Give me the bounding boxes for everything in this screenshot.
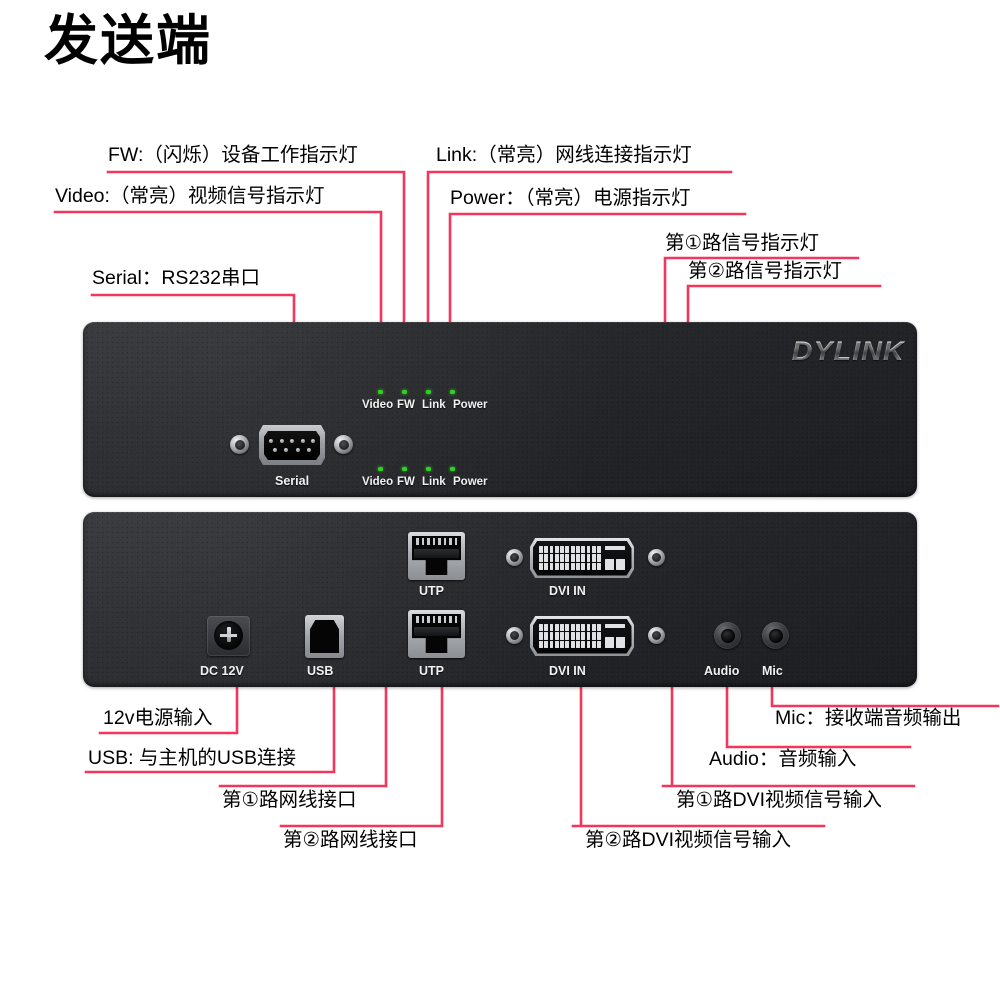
led-label-power-1: Power bbox=[453, 399, 488, 411]
mic-silk-label: Mic bbox=[762, 664, 783, 678]
led-fw-1 bbox=[402, 390, 407, 394]
callout-serial: Serial：RS232串口 bbox=[92, 267, 260, 289]
device-rear-panel: DC 12V USB UTP UTP bbox=[83, 512, 917, 687]
callout-power: Power：（常亮）电源指示灯 bbox=[450, 187, 691, 209]
serial-db9-port[interactable] bbox=[259, 425, 325, 465]
callout-usb: USB: 与主机的USB连接 bbox=[88, 747, 297, 769]
dvi2-silk-label: DVI IN bbox=[549, 664, 586, 678]
led-label-link-1: Link bbox=[422, 399, 446, 411]
dvi1-screw-right bbox=[648, 549, 665, 566]
dc-power-silk-label: DC 12V bbox=[200, 664, 244, 678]
mic-jack[interactable] bbox=[762, 622, 789, 649]
dvi1-silk-label: DVI IN bbox=[549, 584, 586, 598]
callout-utp-2: 第②路网线接口 bbox=[283, 829, 418, 851]
led-label-video-2: Video bbox=[362, 476, 394, 488]
dvi-in-port-1[interactable] bbox=[530, 538, 634, 578]
callout-link: Link:（常亮）网线连接指示灯 bbox=[436, 144, 692, 166]
led-label-fw-1: FW bbox=[397, 399, 415, 411]
led-label-power-2: Power bbox=[453, 476, 488, 488]
callout-dc12v: 12v电源输入 bbox=[103, 707, 213, 729]
callout-signal-2: 第②路信号指示灯 bbox=[688, 260, 842, 282]
page-title: 发送端 bbox=[44, 11, 212, 71]
led-link-1 bbox=[426, 390, 431, 394]
audio-silk-label: Audio bbox=[704, 664, 740, 678]
audio-jack[interactable] bbox=[714, 622, 741, 649]
dvi-in-port-2[interactable] bbox=[530, 616, 634, 656]
callout-utp-1: 第①路网线接口 bbox=[222, 789, 357, 811]
usb-silk-label: USB bbox=[307, 664, 334, 678]
callout-signal-1: 第①路信号指示灯 bbox=[665, 232, 819, 254]
led-power-2 bbox=[450, 467, 455, 471]
dc-power-jack[interactable] bbox=[207, 616, 250, 656]
utp2-silk-label: UTP bbox=[419, 664, 444, 678]
brand-logo: DYLINK bbox=[791, 336, 905, 366]
callout-video: Video:（常亮）视频信号指示灯 bbox=[55, 185, 325, 207]
led-video-1 bbox=[378, 390, 383, 394]
led-label-fw-2: FW bbox=[397, 476, 415, 488]
serial-screw-left bbox=[230, 435, 249, 454]
callout-audio: Audio：音频输入 bbox=[709, 748, 857, 770]
utp-port-1[interactable] bbox=[408, 532, 465, 580]
dvi2-screw-left bbox=[506, 627, 523, 644]
utp1-silk-label: UTP bbox=[419, 584, 444, 598]
led-label-link-2: Link bbox=[422, 476, 446, 488]
device-front-panel: DYLINK Serial Video FW Link Power bbox=[83, 322, 917, 497]
led-video-2 bbox=[378, 467, 383, 471]
callout-mic: Mic：接收端音频输出 bbox=[775, 707, 962, 729]
led-link-2 bbox=[426, 467, 431, 471]
callout-dvi-1: 第①路DVI视频信号输入 bbox=[676, 789, 882, 811]
serial-screw-right bbox=[334, 435, 353, 454]
led-label-video-1: Video bbox=[362, 399, 394, 411]
led-fw-2 bbox=[402, 467, 407, 471]
usb-b-port[interactable] bbox=[305, 615, 344, 658]
dvi2-screw-right bbox=[648, 627, 665, 644]
serial-silk-label: Serial bbox=[275, 474, 310, 488]
led-power-1 bbox=[450, 390, 455, 394]
callout-fw: FW:（闪烁）设备工作指示灯 bbox=[108, 144, 358, 166]
utp-port-2[interactable] bbox=[408, 610, 465, 658]
dvi1-screw-left bbox=[506, 549, 523, 566]
callout-dvi-2: 第②路DVI视频信号输入 bbox=[585, 829, 791, 851]
